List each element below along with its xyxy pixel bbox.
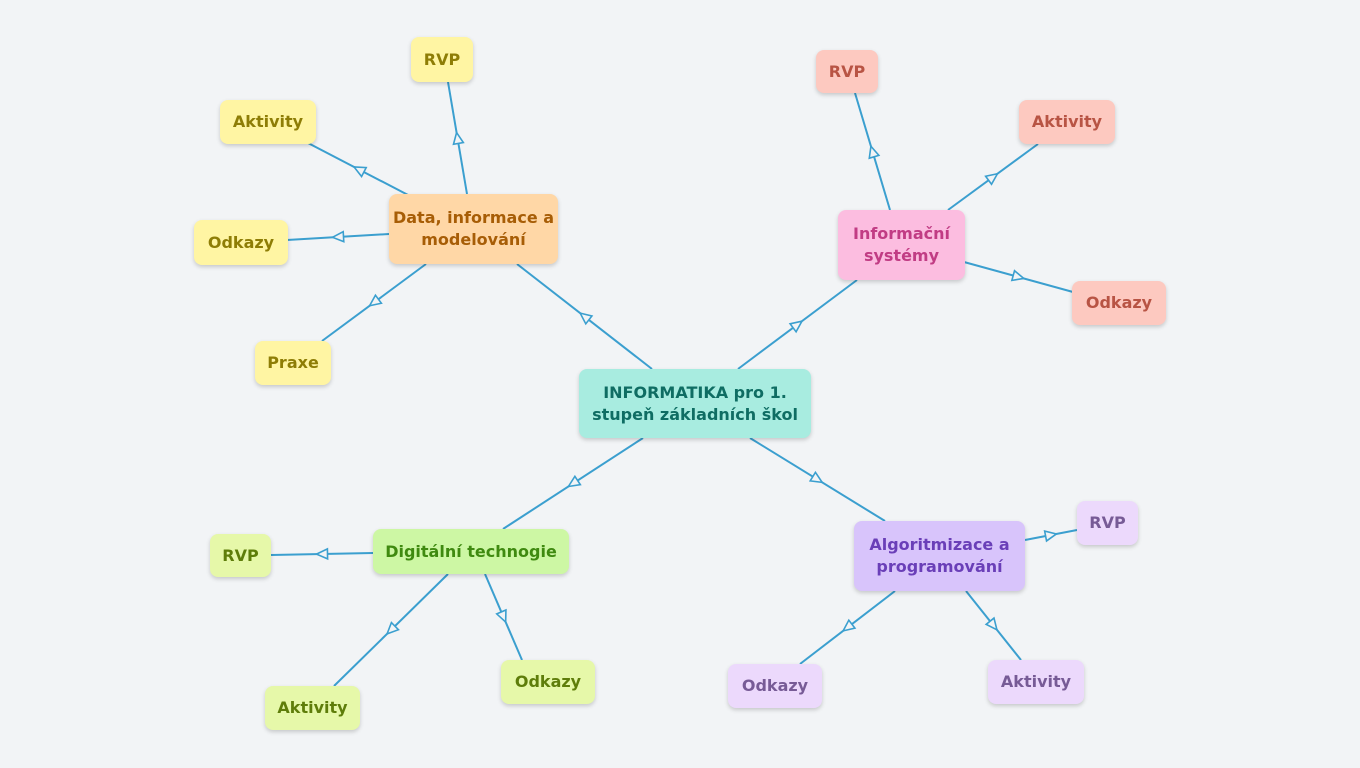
central-topic-node[interactable]: INFORMATIKA pro 1. stupeň základních ško…	[579, 369, 811, 438]
subtopic-digital-odkazy-label: Odkazy	[514, 672, 582, 691]
subtopic-digital-aktivity-label: Aktivity	[277, 698, 348, 717]
subtopic-data-praxe[interactable]: Praxe	[255, 341, 331, 385]
subtopic-algo-odkazy[interactable]: Odkazy	[728, 664, 822, 708]
central-topic-label: INFORMATIKA pro 1. stupeň základních ško…	[592, 382, 798, 424]
topic-algoritmizace-label: Algoritmizace a programování	[869, 535, 1010, 576]
edge-digital-odkazy-arrowhead	[495, 608, 507, 624]
subtopic-data-rvp-label: RVP	[423, 49, 461, 69]
subtopic-data-praxe-label: Praxe	[267, 353, 319, 372]
edge-center-data-arrowhead	[578, 311, 594, 326]
subtopic-digital-odkazy[interactable]: Odkazy	[501, 660, 595, 704]
edge-systemy-aktivity-arrowhead	[984, 172, 999, 186]
topic-algoritmizace[interactable]: Algoritmizace a programování	[854, 521, 1025, 591]
subtopic-digital-rvp-label: RVP	[222, 545, 259, 565]
topic-data-informace-label: Data, informace a modelování	[392, 208, 555, 249]
topic-informacni-systemy-label: Informační systémy	[852, 224, 950, 265]
topic-informacni-systemy[interactable]: Informační systémy	[838, 210, 965, 280]
topic-digitalni-technogie-label: Digitální technogie	[385, 541, 557, 561]
edge-data-odkazy-arrowhead	[330, 230, 345, 243]
subtopic-data-rvp[interactable]: RVP	[411, 37, 473, 82]
subtopic-systemy-odkazy-label: Odkazy	[1085, 293, 1153, 312]
subtopic-algo-aktivity[interactable]: Aktivity	[988, 660, 1084, 704]
subtopic-algo-odkazy-label: Odkazy	[741, 676, 809, 695]
subtopic-systemy-odkazy[interactable]: Odkazy	[1072, 281, 1166, 325]
edge-data-aktivity-arrowhead	[352, 166, 368, 178]
edge-center-algo-arrowhead	[808, 470, 824, 484]
subtopic-algo-rvp-label: RVP	[1089, 513, 1126, 532]
subtopic-data-aktivity-label: Aktivity	[232, 112, 304, 131]
edge-data-praxe-arrowhead	[368, 293, 383, 307]
topic-data-informace[interactable]: Data, informace a modelování	[389, 194, 558, 264]
subtopic-systemy-aktivity[interactable]: Aktivity	[1019, 100, 1115, 144]
edge-algo-aktivity-arrowhead	[984, 616, 999, 632]
edge-digital-rvp-arrowhead	[314, 547, 329, 561]
subtopic-algo-rvp[interactable]: RVP	[1077, 501, 1138, 545]
subtopic-data-odkazy-label: Odkazy	[207, 232, 275, 252]
subtopic-digital-rvp[interactable]: RVP	[210, 534, 271, 577]
edge-systemy-rvp-arrowhead	[868, 144, 881, 160]
topic-digitalni-technogie[interactable]: Digitální technogie	[373, 529, 569, 574]
subtopic-systemy-rvp[interactable]: RVP	[816, 50, 878, 93]
subtopic-digital-aktivity[interactable]: Aktivity	[265, 686, 360, 730]
subtopic-data-aktivity[interactable]: Aktivity	[220, 100, 316, 144]
edge-center-digital-arrowhead	[566, 474, 582, 488]
edge-algo-rvp-arrowhead	[1043, 530, 1059, 543]
edge-systemy-odkazy-arrowhead	[1010, 269, 1026, 282]
subtopic-algo-aktivity-label: Aktivity	[1000, 672, 1072, 691]
edge-center-systemy-arrowhead	[788, 320, 804, 334]
edge-digital-aktivity-arrowhead	[385, 621, 400, 636]
edge-data-rvp-arrowhead	[452, 130, 465, 146]
subtopic-systemy-rvp-label: RVP	[828, 61, 866, 81]
subtopic-data-odkazy[interactable]: Odkazy	[194, 220, 288, 265]
edge-algo-odkazy-arrowhead	[841, 618, 857, 633]
subtopic-systemy-aktivity-label: Aktivity	[1031, 112, 1103, 131]
